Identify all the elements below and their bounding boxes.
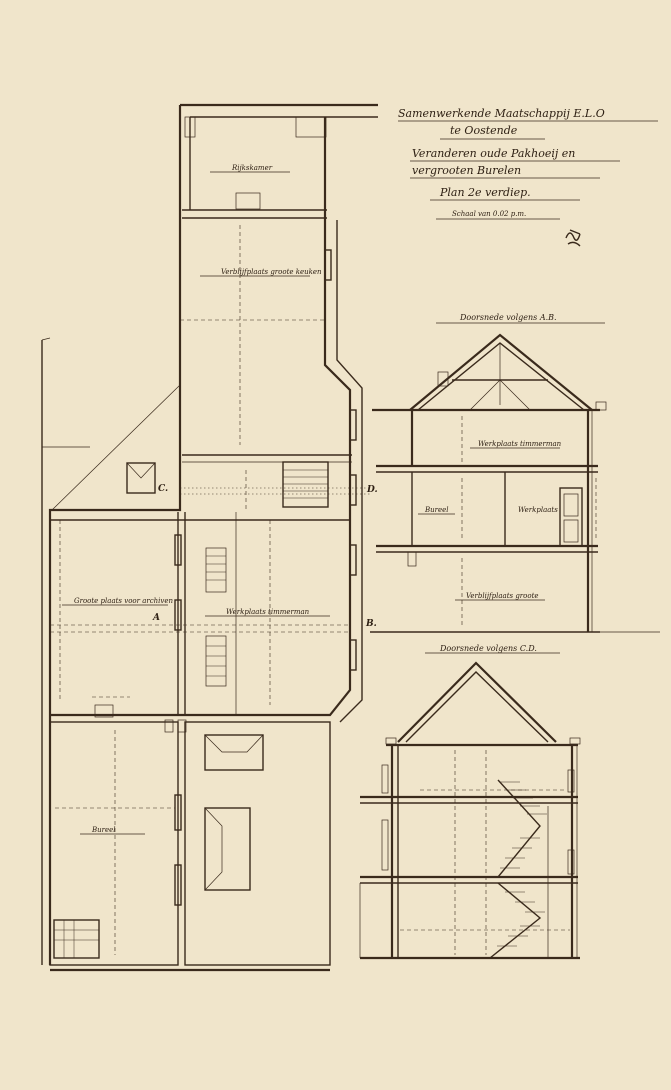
marker-a: A bbox=[152, 613, 160, 623]
section-ab-upper: Werkplaats timmerman bbox=[478, 440, 562, 448]
title-company: Samenwerkende Maatschappij E.L.O bbox=[398, 107, 605, 120]
marker-c: C. bbox=[158, 484, 168, 494]
section-cd: Doorsnede volgens C.D. bbox=[359, 644, 581, 960]
room-label-left: Groote plaats voor archiven bbox=[74, 597, 173, 605]
title-block: Samenwerkende Maatschappij E.L.O te Oost… bbox=[398, 107, 658, 247]
section-ab-title: Doorsnede volgens A.B. bbox=[459, 313, 557, 322]
marker-d: D. bbox=[366, 485, 378, 495]
title-plan: Plan 2e verdiep. bbox=[439, 186, 531, 199]
section-ab-right: Werkplaats bbox=[518, 506, 558, 514]
marker-b: B. bbox=[365, 619, 377, 629]
title-subject-1: Veranderen oude Pakhoeij en bbox=[412, 147, 575, 160]
section-ab: Doorsnede volgens A.B. Wer bbox=[370, 313, 607, 633]
room-label-bureau: Bureel bbox=[91, 826, 116, 834]
section-ab-lower: Verblijfplaats groote bbox=[466, 592, 539, 600]
title-scale: Schaal van 0.02 p.m. bbox=[452, 210, 526, 218]
title-subject-2: vergrooten Burelen bbox=[412, 164, 521, 177]
floor-plan: Rijkskamer Verblijfplaats groote keuken … bbox=[41, 103, 378, 972]
section-cd-title: Doorsnede volgens C.D. bbox=[439, 644, 537, 653]
room-label-top: Rijkskamer bbox=[231, 164, 273, 172]
section-ab-bureel: Bureel bbox=[424, 506, 449, 514]
room-label-kitchen: Verblijfplaats groote keuken bbox=[221, 268, 322, 276]
title-place: te Oostende bbox=[450, 124, 518, 137]
signature-mark bbox=[565, 229, 581, 247]
room-label-middle: Werkplaats timmerman bbox=[226, 608, 310, 616]
